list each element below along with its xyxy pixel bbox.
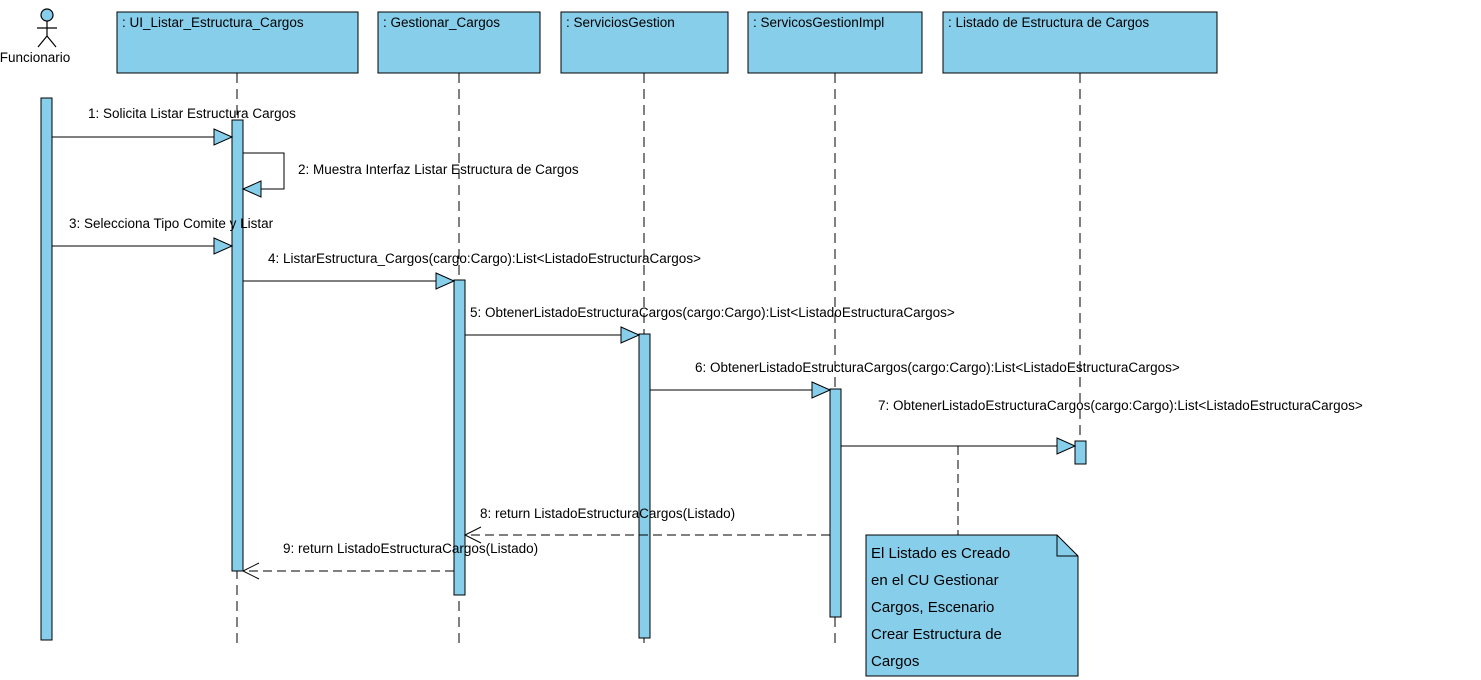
lifeline-header-impl-label: : ServicosGestionImpl [753, 15, 884, 30]
message-9: 9: return ListadoEstructuraCargos(Listad… [241, 541, 538, 580]
lifeline-header-impl: : ServicosGestionImpl [747, 11, 923, 74]
message-6-label: 6: ObtenerListadoEstructuraCargos(cargo:… [695, 360, 1180, 375]
message-7-label: 7: ObtenerListadoEstructuraCargos(cargo:… [878, 398, 1363, 413]
activation-gestionar [453, 279, 466, 596]
message-1-label: 1: Solicita Listar Estructura Cargos [88, 106, 296, 121]
message-9-label: 9: return ListadoEstructuraCargos(Listad… [283, 541, 538, 556]
message-1: 1: Solicita Listar Estructura Cargos [52, 106, 296, 146]
message-4-label: 4: ListarEstructura_Cargos(cargo:Cargo):… [268, 251, 701, 266]
activation-ui [231, 119, 244, 572]
message-5-label: 5: ObtenerListadoEstructuraCargos(cargo:… [470, 305, 955, 320]
message-5: 5: ObtenerListadoEstructuraCargos(cargo:… [465, 305, 955, 344]
lifeline-header-ui: : UI_Listar_Estructura_Cargos [116, 11, 359, 74]
note: El Listado es Creado en el CU Gestionar … [865, 446, 1079, 677]
lifeline-header-servicios: : ServiciosGestion [560, 11, 729, 74]
lifeline-header-servicios-label: : ServiciosGestion [566, 15, 675, 30]
message-6: 6: ObtenerListadoEstructuraCargos(cargo:… [650, 360, 1180, 399]
lifeline-header-ui-label: : UI_Listar_Estructura_Cargos [122, 15, 304, 30]
message-8-label: 8: return ListadoEstructuraCargos(Listad… [480, 506, 735, 521]
activation-impl [829, 388, 842, 618]
actor-leg-right [46, 35, 57, 48]
actor-label: Funcionario [0, 50, 70, 65]
note-line-5: Cargos [871, 653, 919, 670]
lifeline-header-listado: : Listado de Estructura de Cargos [942, 11, 1218, 74]
lifeline-header-gestionar: : Gestionar_Cargos [377, 11, 541, 74]
message-2: 2: Muestra Interfaz Listar Estructura de… [241, 152, 579, 198]
note-line-4: Crear Estructura de [871, 626, 1002, 643]
lifeline-header-listado-label: : Listado de Estructura de Cargos [948, 15, 1149, 30]
message-2-label: 2: Muestra Interfaz Listar Estructura de… [298, 162, 579, 177]
note-line-2: en el CU Gestionar [871, 572, 999, 589]
actor-funcionario: Funcionario [0, 8, 70, 65]
lifeline-header-gestionar-label: : Gestionar_Cargos [383, 15, 500, 30]
activation-servicios [638, 333, 651, 639]
activation-actor [40, 97, 53, 641]
note-line-1: El Listado es Creado [871, 545, 1010, 562]
message-8: 8: return ListadoEstructuraCargos(Listad… [463, 506, 830, 544]
activation-listado [1074, 440, 1087, 465]
message-3-label: 3: Selecciona Tipo Comite y Listar [69, 216, 274, 231]
actor-leg-left [37, 35, 48, 48]
message-4: 4: ListarEstructura_Cargos(cargo:Cargo):… [243, 251, 701, 290]
message-7: 7: ObtenerListadoEstructuraCargos(cargo:… [841, 398, 1363, 455]
note-line-3: Cargos, Escenario [871, 599, 994, 616]
message-3: 3: Selecciona Tipo Comite y Listar [52, 216, 274, 255]
actor-head [40, 8, 54, 22]
